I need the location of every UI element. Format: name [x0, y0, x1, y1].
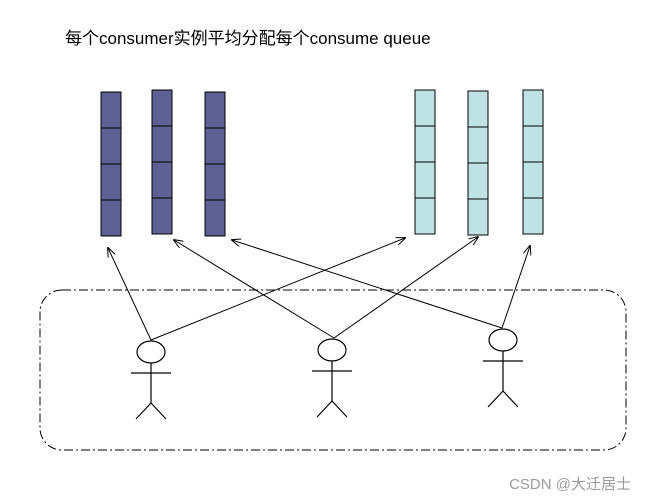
queue-cell — [204, 127, 226, 165]
queue-cell — [151, 89, 173, 127]
queue-cell — [100, 91, 122, 129]
assignment-arrow — [150, 238, 405, 341]
queue-cell — [467, 90, 489, 128]
queue-cell — [414, 125, 436, 163]
consume-queue — [522, 89, 544, 235]
queue-cell — [100, 199, 122, 237]
assignment-arrow — [174, 240, 335, 339]
consumer-leg — [316, 400, 333, 418]
consumer-leg — [487, 390, 504, 408]
diagram-title: 每个consumer实例平均分配每个consume queue — [65, 29, 431, 48]
queue-cell — [522, 89, 544, 127]
queue-cell — [151, 197, 173, 235]
queue-cell — [151, 125, 173, 163]
queue-cell — [467, 162, 489, 200]
consumer-leg — [150, 402, 167, 420]
queue-cell — [414, 89, 436, 127]
consume-queue — [100, 91, 122, 237]
queue-cell — [522, 125, 544, 163]
queue-cell — [151, 161, 173, 199]
consumer-stick-figure-icon — [483, 328, 523, 408]
queue-cell — [204, 163, 226, 201]
assignment-arrow — [232, 240, 503, 329]
consume-queue — [204, 91, 226, 237]
consumer-leg — [502, 390, 519, 408]
queue-cell — [100, 163, 122, 201]
consumer-leg — [331, 400, 348, 418]
consumer-stick-figure-icon — [131, 340, 171, 420]
consumer-head — [136, 340, 166, 364]
consumer-stick-figure-icon — [312, 338, 352, 418]
consumer-head — [488, 328, 518, 352]
queue-cell — [414, 197, 436, 235]
queue-cell — [100, 127, 122, 165]
consume-queue — [467, 90, 489, 236]
consumer-head — [317, 338, 347, 362]
queue-cell — [467, 198, 489, 236]
queue-cell — [522, 197, 544, 235]
queue-cell — [204, 91, 226, 129]
queue-cell — [204, 199, 226, 237]
consumer-group-boundary — [39, 289, 627, 451]
assignment-arrow — [108, 248, 152, 341]
watermark: CSDN @大迁居士 — [509, 476, 631, 493]
consumer-leg — [135, 402, 152, 420]
queue-cell — [467, 126, 489, 164]
queue-cell — [522, 161, 544, 199]
consume-queue — [151, 89, 173, 235]
consume-queue — [414, 89, 436, 235]
assignment-arrow — [501, 246, 530, 329]
queue-cell — [414, 161, 436, 199]
assignment-arrow — [333, 237, 478, 339]
